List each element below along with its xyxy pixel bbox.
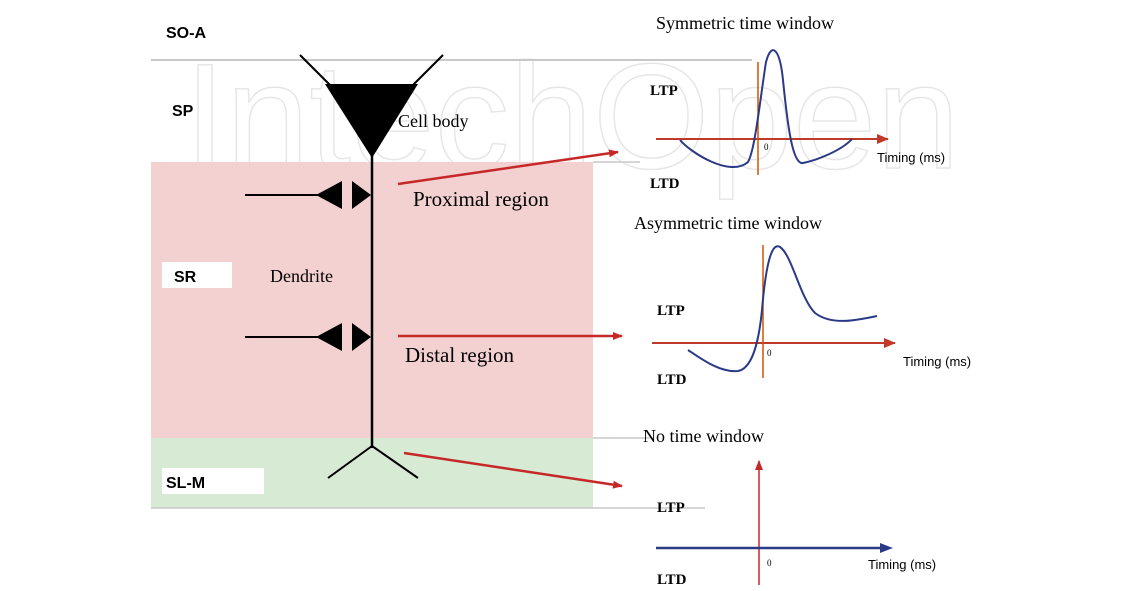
apical-branch-left <box>299 54 331 86</box>
cell-body-label: Cell body <box>398 111 469 131</box>
proximal-postsynaptic-spine <box>352 181 371 209</box>
no-window-ltd-label: LTD <box>657 572 687 588</box>
no-window-timing-label: Timing (ms) <box>868 557 936 572</box>
layer-label-slm-box <box>162 468 264 494</box>
asymmetric-ltp-label: LTP <box>657 303 685 319</box>
slm-connector-arrow <box>403 451 623 489</box>
dendrite-fork-right <box>371 445 419 479</box>
symmetric-ltp-label: LTP <box>650 83 678 99</box>
dendrite-label: Dendrite <box>270 266 333 286</box>
symmetric-ltd-label: LTD <box>650 176 680 192</box>
distal-postsynaptic-spine <box>352 323 371 351</box>
asymmetric-zero-label: 0 <box>767 348 772 358</box>
asymmetric-stdp-curve <box>687 245 878 373</box>
no-window-title: No time window <box>643 426 764 446</box>
proximal-region-label: Proximal region <box>413 187 549 211</box>
no-window-x-arrowhead <box>880 543 893 553</box>
symmetric-time-window-plot: Symmetric time window LTP LTD 0 Timing (… <box>650 13 945 192</box>
symmetric-stdp-curve <box>679 49 853 169</box>
proximal-connector-arrow <box>397 149 619 186</box>
neuron <box>245 54 444 479</box>
layer-label-sp: SP <box>172 103 194 120</box>
asymmetric-timing-label: Timing (ms) <box>903 354 971 369</box>
no-window-ltp-label: LTP <box>657 500 685 516</box>
no-time-window-plot: No time window LTP LTD 0 Timing (ms) <box>643 426 936 588</box>
proximal-presynaptic-terminal <box>316 181 342 209</box>
layer-label-so-a: SO-A <box>166 25 206 42</box>
symmetric-window-title: Symmetric time window <box>656 13 834 33</box>
asymmetric-time-window-plot: Asymmetric time window LTP LTD 0 Timing … <box>634 213 971 388</box>
distal-region-label: Distal region <box>405 343 515 367</box>
cell-body-soma <box>325 84 418 158</box>
symmetric-zero-label: 0 <box>764 142 769 152</box>
symmetric-timing-label: Timing (ms) <box>877 150 945 165</box>
layer-label-sl-m: SL-M <box>166 475 205 492</box>
asymmetric-window-title: Asymmetric time window <box>634 213 822 233</box>
no-window-zero-label: 0 <box>767 558 772 568</box>
distal-presynaptic-terminal <box>316 323 342 351</box>
apical-branch-right <box>412 54 444 86</box>
dendrite-fork-left <box>327 445 373 479</box>
asymmetric-ltd-label: LTD <box>657 372 687 388</box>
layer-label-sr: SR <box>174 269 197 286</box>
layer-label-sr-box <box>162 262 232 288</box>
